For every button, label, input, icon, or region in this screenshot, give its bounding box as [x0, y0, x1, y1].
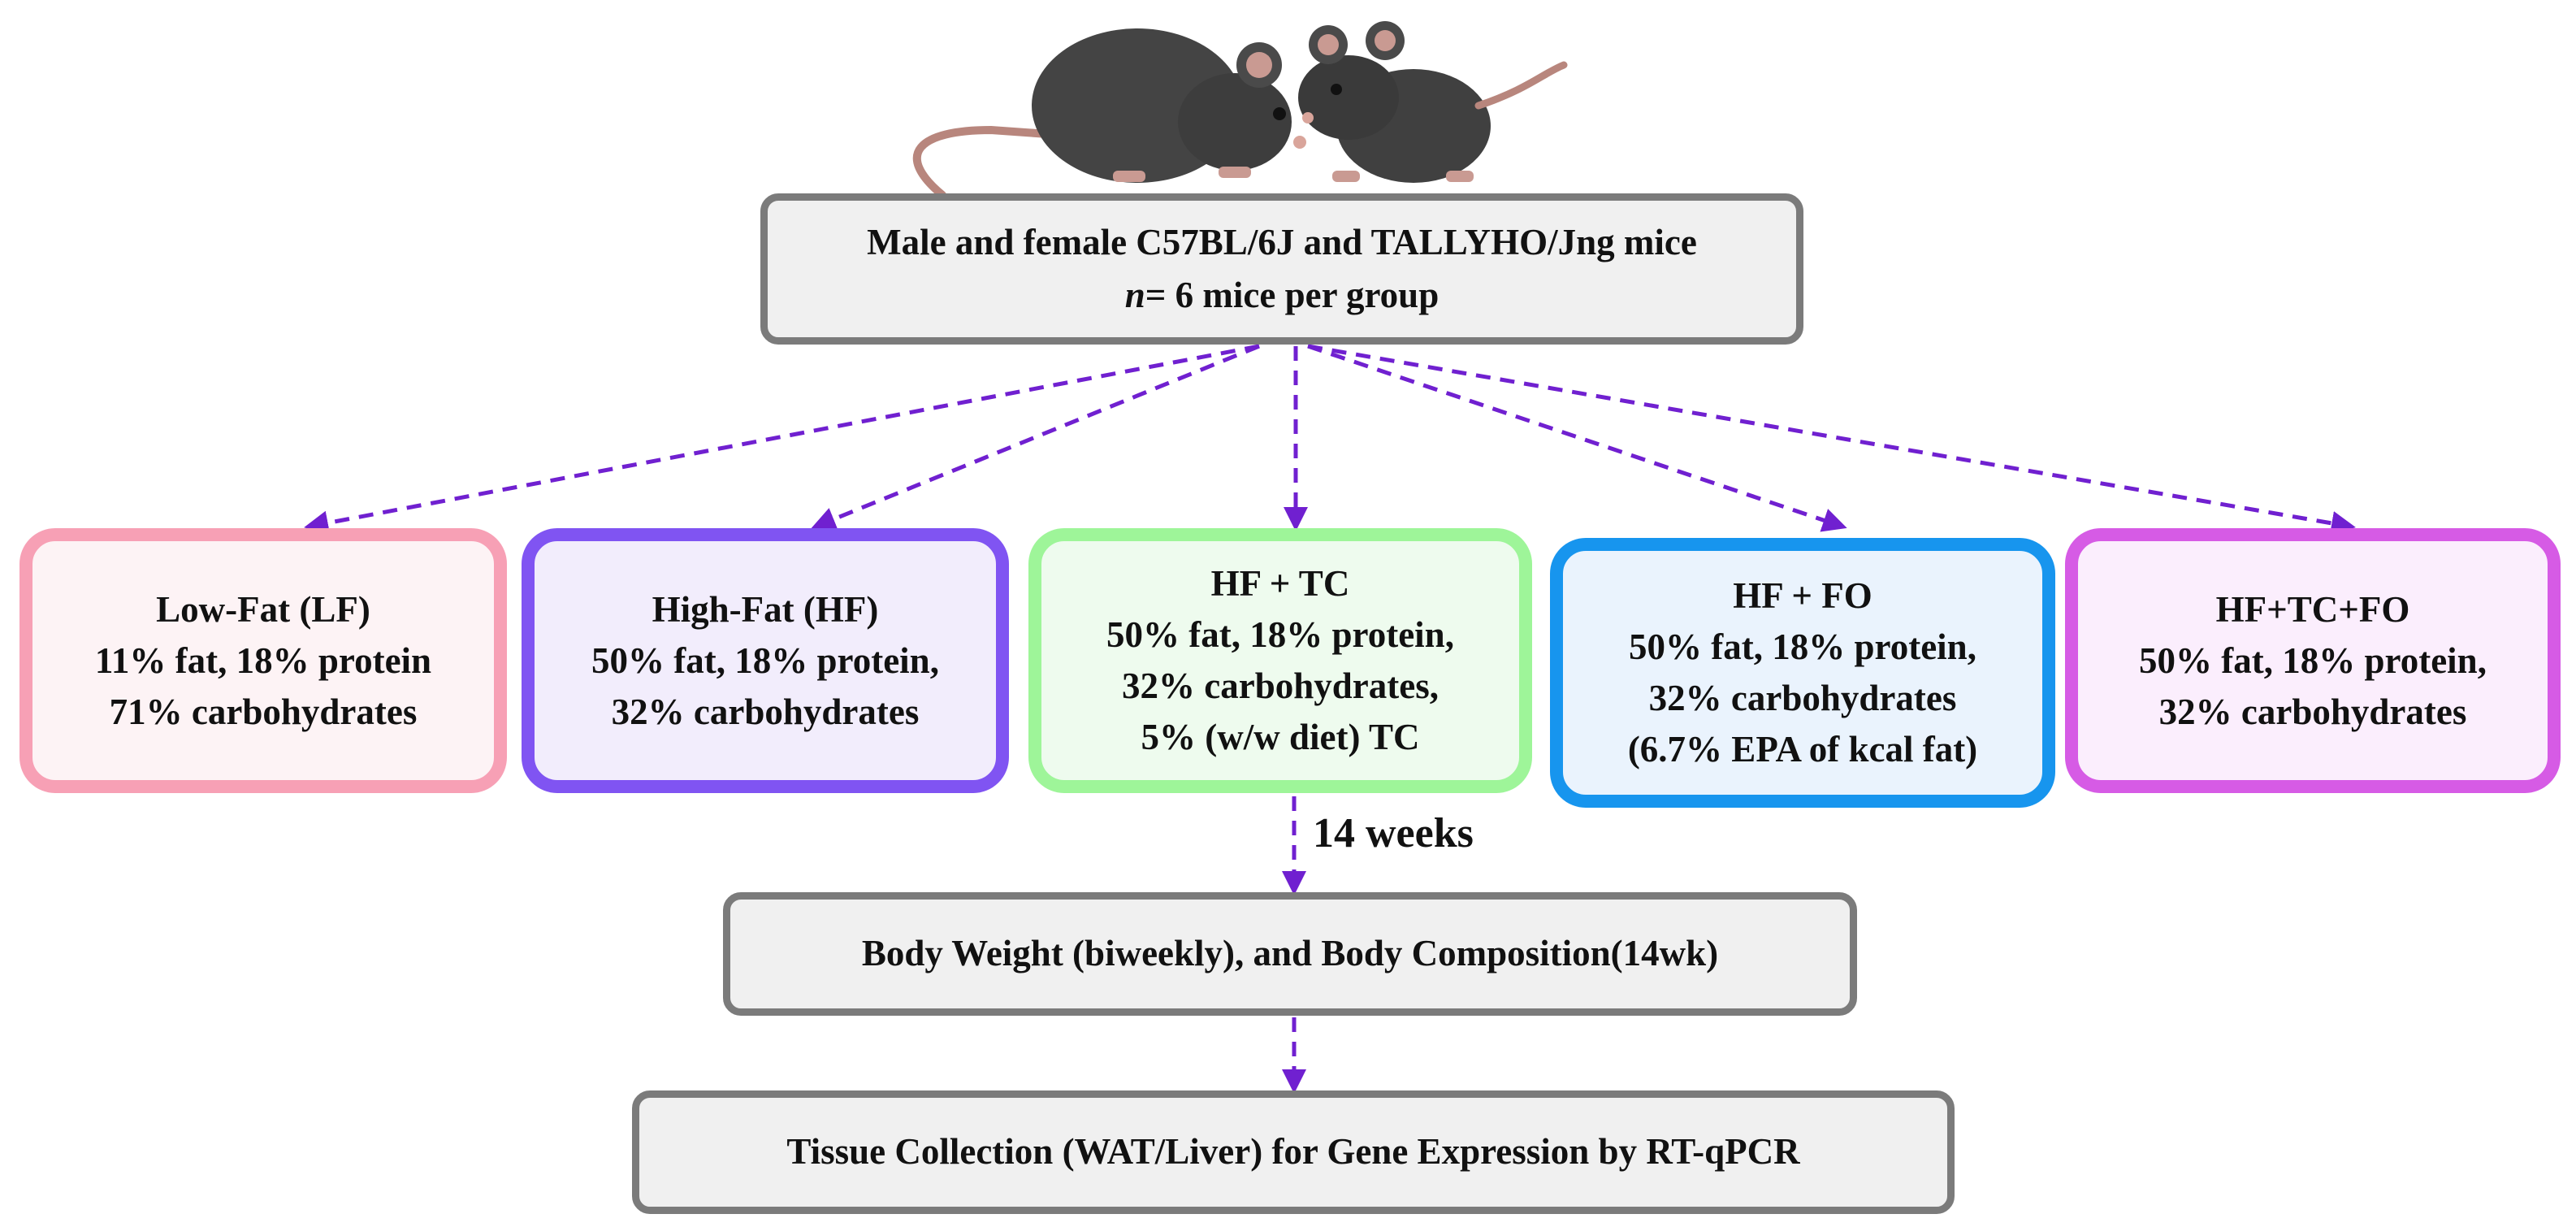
- arrow-to-lf: [304, 344, 1260, 535]
- diet-line: 32% carbohydrates,: [1122, 666, 1439, 706]
- diet-line: 50% fat, 18% protein,: [1106, 614, 1454, 655]
- population-line1: Male and female C57BL/6J and TALLYHO/Jng…: [867, 221, 1697, 262]
- population-count: = 6 mice per group: [1145, 275, 1440, 315]
- population-line2: n= 6 mice per group: [1125, 269, 1439, 322]
- diet-title: Low-Fat (LF): [156, 588, 370, 630]
- measurements-box: Body Weight (biweekly), and Body Composi…: [723, 892, 1857, 1016]
- diet-box-hf-tc-fo: HF+TC+FO 50% fat, 18% protein, 32% carbo…: [2065, 528, 2561, 793]
- diet-box-hf-fo: HF + FO 50% fat, 18% protein, 32% carboh…: [1550, 538, 2055, 808]
- diet-line: 11% fat, 18% protein: [94, 640, 432, 681]
- diet-line: 5% (w/w diet) TC: [1141, 717, 1420, 757]
- tissue-collection-box: Tissue Collection (WAT/Liver) for Gene E…: [632, 1090, 1955, 1214]
- arrow-to-hf: [811, 344, 1260, 531]
- diet-line: 50% fat, 18% protein,: [2139, 640, 2487, 681]
- diet-line: 32% carbohydrates: [1648, 678, 1957, 718]
- diet-line: 32% carbohydrates: [2158, 691, 2467, 732]
- diet-line: (6.7% EPA of kcal fat): [1627, 729, 1978, 770]
- diet-title: High-Fat (HF): [652, 588, 879, 630]
- diet-line: 50% fat, 18% protein,: [1629, 627, 1976, 667]
- diet-line: 50% fat, 18% protein,: [591, 640, 939, 681]
- diet-title: HF + TC: [1210, 563, 1350, 604]
- n-symbol: n: [1124, 275, 1145, 315]
- arrow-to-hf-tc-fo: [1307, 344, 2356, 535]
- diet-title: HF+TC+FO: [2215, 588, 2410, 630]
- diet-box-hf: High-Fat (HF) 50% fat, 18% protein, 32% …: [522, 528, 1009, 793]
- diet-line: 71% carbohydrates: [109, 691, 418, 732]
- diet-title: HF + FO: [1733, 575, 1872, 616]
- tissue-collection-text: Tissue Collection (WAT/Liver) for Gene E…: [786, 1131, 1800, 1173]
- diet-box-lf: Low-Fat (LF) 11% fat, 18% protein 71% ca…: [19, 528, 507, 793]
- arrow-to-hf-fo: [1307, 344, 1847, 532]
- mice-illustration: [912, 21, 1568, 199]
- diet-box-hf-tc: HF + TC 50% fat, 18% protein, 32% carboh…: [1028, 528, 1532, 793]
- diet-line: 32% carbohydrates: [611, 691, 920, 732]
- population-box: Male and female C57BL/6J and TALLYHO/Jng…: [760, 193, 1803, 345]
- measurements-text: Body Weight (biweekly), and Body Composi…: [861, 933, 1719, 974]
- duration-label: 14 weeks: [1313, 810, 1474, 856]
